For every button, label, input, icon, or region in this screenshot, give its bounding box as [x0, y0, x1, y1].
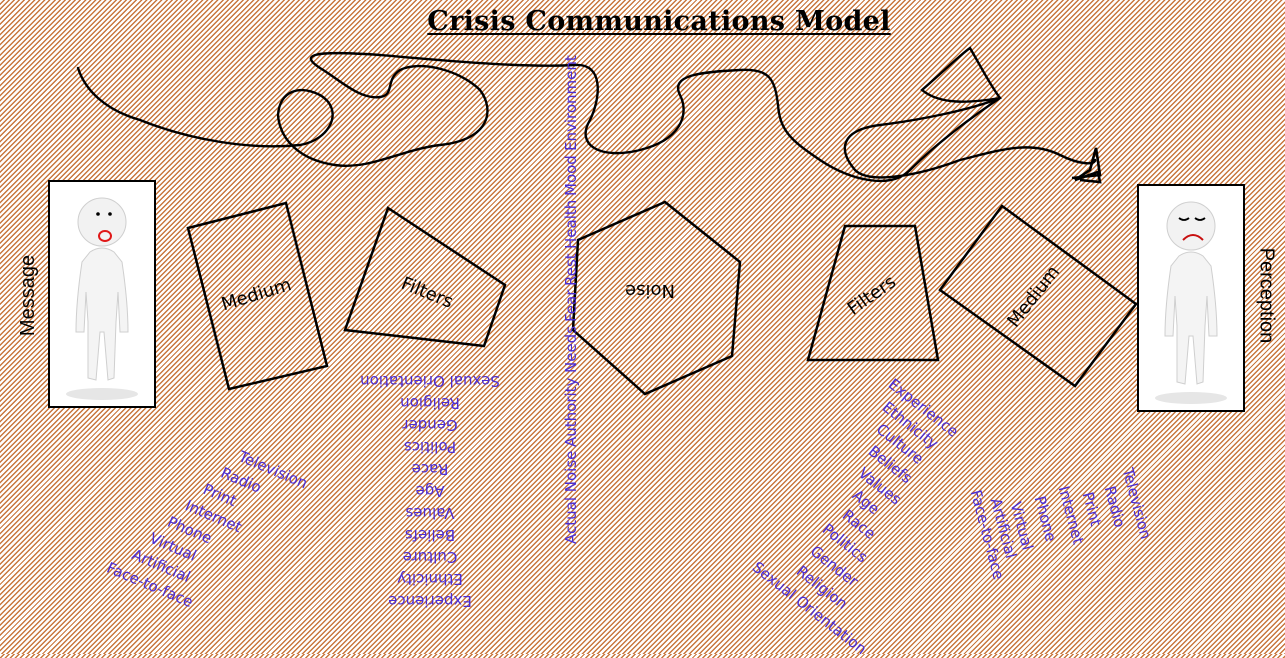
receiver-mouth	[1182, 234, 1204, 241]
list-item: Fear	[562, 289, 580, 323]
diagram-title: Crisis Communications Model	[427, 6, 891, 37]
receiver-side-label: Perception	[1255, 247, 1278, 344]
noise-label: Noise	[625, 280, 675, 301]
sender-figure-box	[48, 180, 156, 408]
noise-list: Actual Noise Authority Needs Fear Rest H…	[562, 55, 580, 544]
sender-side-label: Message	[17, 254, 40, 337]
medium-left-shape: Medium	[186, 201, 329, 391]
list-item: Age	[415, 482, 445, 500]
list-item: Politics	[403, 438, 457, 456]
list-item: Gender	[402, 416, 458, 434]
filters-left-label: Filters	[398, 273, 456, 313]
path-end-scribble	[1071, 147, 1102, 184]
list-item: Authority	[562, 377, 580, 447]
list-item: Actual Noise	[562, 450, 580, 544]
list-item: Values	[405, 504, 455, 522]
list-item: Ethnicity	[397, 570, 463, 588]
filters-right-shape: Filters	[806, 224, 940, 362]
list-item: Sexual Orientation	[360, 372, 500, 390]
filters-right-label: Filters	[844, 271, 900, 319]
list-item: Environment	[562, 55, 580, 151]
medium-left-label: Medium	[219, 274, 294, 315]
list-item: Mood	[562, 154, 580, 196]
medium-right-label: Medium	[1003, 262, 1064, 332]
list-item: Culture	[402, 548, 458, 566]
list-item: Rest	[562, 253, 580, 286]
filters-left-list: Experience Ethnicity Culture Beliefs Val…	[345, 370, 515, 612]
medium-right-shape: Medium	[938, 204, 1138, 388]
filters-left-shape: Filters	[343, 206, 507, 348]
receiver-figure-box	[1137, 184, 1245, 412]
list-item: Religion	[400, 394, 460, 412]
message-scribble-line	[76, 46, 1097, 183]
list-item: Beliefs	[404, 526, 456, 544]
list-item: Experience	[388, 592, 472, 610]
list-item: Needs	[562, 326, 580, 374]
noise-shape: Noise	[571, 200, 742, 396]
list-item: Health	[562, 199, 580, 250]
sender-mouth	[98, 230, 112, 242]
sender-figure	[66, 197, 138, 400]
receiver-figure	[1155, 201, 1227, 404]
list-item: Race	[411, 460, 449, 478]
